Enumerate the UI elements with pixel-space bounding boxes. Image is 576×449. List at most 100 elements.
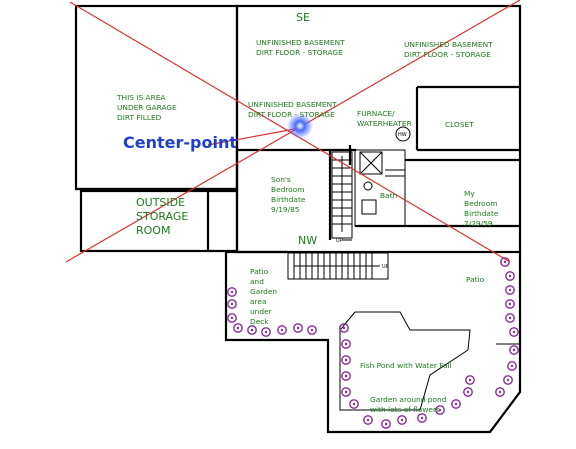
flower-center bbox=[230, 302, 234, 306]
compass-se: SE bbox=[296, 11, 310, 24]
flower-icon bbox=[341, 387, 351, 397]
flower-center bbox=[384, 422, 388, 426]
basement-2-line-2: DIRT FLOOR - STORAGE bbox=[404, 50, 491, 59]
walls bbox=[74, 4, 522, 254]
flower-center bbox=[344, 374, 348, 378]
flower-center bbox=[400, 418, 404, 422]
sons-bedroom-line-1: Son's bbox=[271, 175, 291, 184]
my-bedroom-line-2: Bedroom bbox=[464, 199, 497, 208]
flower-icon bbox=[417, 413, 427, 423]
flower-center bbox=[512, 330, 516, 334]
flower-center bbox=[508, 302, 512, 306]
flower-icon bbox=[505, 285, 515, 295]
flower-icon bbox=[509, 327, 519, 337]
sons-bedroom-line-4: 9/19/85 bbox=[271, 205, 300, 214]
flower-center bbox=[352, 402, 356, 406]
center-point-label: Center-point bbox=[123, 133, 237, 152]
flower-icon bbox=[339, 323, 349, 333]
flower-icon bbox=[381, 419, 391, 429]
my-bedroom-line-4: 7/29/59 bbox=[464, 219, 493, 228]
flower-icon bbox=[341, 355, 351, 365]
flower-icon bbox=[277, 325, 287, 335]
flower-center bbox=[420, 416, 424, 420]
flower-icon bbox=[307, 325, 317, 335]
sons-bedroom-line-3: Birthdate bbox=[271, 195, 306, 204]
flower-center bbox=[344, 358, 348, 362]
flower-icon bbox=[227, 287, 237, 297]
basement-1-line-2: DIRT FLOOR - STORAGE bbox=[256, 48, 343, 57]
water-heater-label: HW bbox=[398, 132, 407, 138]
stair-up-label-2: UP bbox=[382, 264, 389, 270]
flower-center bbox=[466, 390, 470, 394]
outside-storage-line-3: ROOM bbox=[136, 224, 170, 237]
flower-center bbox=[344, 390, 348, 394]
garden-pond-line-2: with lots of flowers bbox=[370, 405, 440, 414]
furnace-line-1: FURNACE/ bbox=[357, 109, 395, 118]
my-bedroom-line-3: Birthdate bbox=[464, 209, 499, 218]
flower-icon bbox=[341, 339, 351, 349]
flower-icon bbox=[349, 399, 359, 409]
fish-pond-label: Fish Pond with Water Fall bbox=[360, 361, 452, 370]
flower-center bbox=[508, 288, 512, 292]
flower-icon bbox=[293, 323, 303, 333]
outside-storage-line-1: OUTSIDE bbox=[136, 196, 185, 209]
flower-icon bbox=[503, 375, 513, 385]
water-heater-symbol: HW bbox=[395, 126, 411, 142]
bath-label: Bath bbox=[380, 191, 397, 200]
flower-center bbox=[250, 328, 254, 332]
compass-nw: NW bbox=[298, 234, 317, 247]
flower-center bbox=[512, 348, 516, 352]
center-point-marker bbox=[287, 113, 313, 139]
flower-icon bbox=[507, 361, 517, 371]
flower-icon bbox=[505, 299, 515, 309]
flower-center bbox=[506, 378, 510, 382]
basement-2-line-1: UNFINISHED BASEMENT bbox=[404, 40, 493, 49]
flowers bbox=[227, 257, 519, 429]
flower-icon bbox=[465, 375, 475, 385]
flower-icon bbox=[451, 399, 461, 409]
patio-outlines bbox=[224, 250, 522, 434]
flower-center bbox=[503, 260, 507, 264]
outside-storage-line-2: STORAGE bbox=[136, 210, 188, 223]
patio-left-line-4: area bbox=[250, 297, 266, 306]
flower-icon bbox=[341, 371, 351, 381]
flower-center bbox=[236, 326, 240, 330]
flower-icon bbox=[509, 345, 519, 355]
flower-center bbox=[366, 418, 370, 422]
flower-icon bbox=[495, 387, 505, 397]
flower-icon bbox=[435, 405, 445, 415]
bath-fixtures bbox=[359, 151, 405, 215]
flower-center bbox=[342, 326, 346, 330]
basement-3-line-2: DIRT FLOOR - STORAGE bbox=[248, 110, 335, 119]
closet-label: CLOSET bbox=[445, 120, 474, 129]
flower-icon bbox=[363, 415, 373, 425]
flower-center bbox=[264, 330, 268, 334]
flower-icon bbox=[227, 313, 237, 323]
flower-center bbox=[310, 328, 314, 332]
basement-1-line-1: UNFINISHED BASEMENT bbox=[256, 38, 345, 47]
garden-pond-line-1: Garden around pond bbox=[370, 395, 447, 404]
flower-center bbox=[508, 316, 512, 320]
flower-center bbox=[508, 274, 512, 278]
stair-up-label-1: UP bbox=[336, 238, 343, 244]
patio-left-line-1: Patio bbox=[250, 267, 269, 276]
patio-left-line-5: under bbox=[250, 307, 273, 316]
my-bedroom-line-1: My bbox=[464, 189, 475, 198]
flower-center bbox=[438, 408, 442, 412]
flower-center bbox=[296, 326, 300, 330]
patio-right-label: Patio bbox=[466, 275, 485, 284]
stairs-interior: UP bbox=[331, 151, 353, 244]
flower-center bbox=[344, 342, 348, 346]
garage-fill-line-3: DIRT FILLED bbox=[117, 113, 162, 122]
flower-center bbox=[280, 328, 284, 332]
flower-center bbox=[230, 316, 234, 320]
flower-icon bbox=[505, 313, 515, 323]
flower-icon bbox=[463, 387, 473, 397]
flower-icon bbox=[261, 327, 271, 337]
flower-icon bbox=[397, 415, 407, 425]
flower-center bbox=[454, 402, 458, 406]
flower-center bbox=[498, 390, 502, 394]
garage-fill-line-2: UNDER GARAGE bbox=[117, 103, 177, 112]
flower-icon bbox=[233, 323, 243, 333]
